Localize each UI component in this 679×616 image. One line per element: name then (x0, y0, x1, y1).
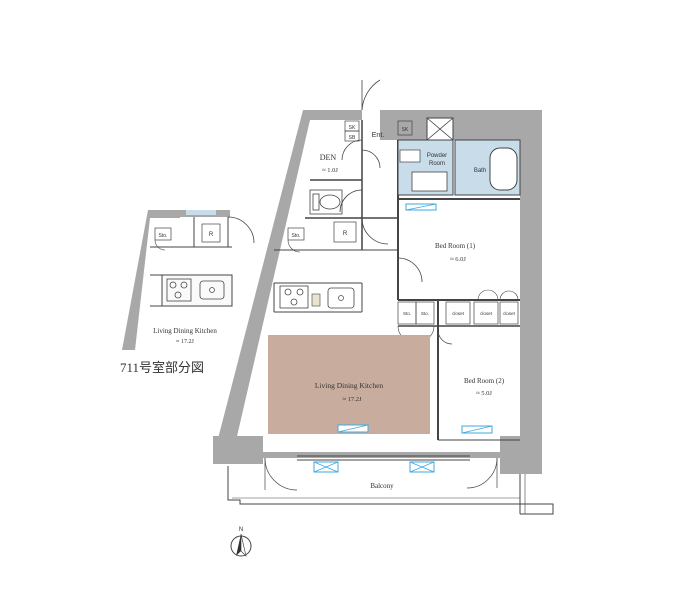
bed1-name: Bed Room (1) (435, 242, 476, 250)
balcony-wall-top (232, 452, 532, 458)
sk-label-2: SK (402, 127, 409, 133)
bath-label: Bath (474, 168, 486, 174)
refrigerator-label: R (343, 231, 348, 237)
sb-label-1: SB (349, 135, 356, 141)
kitchen-sink (327, 287, 355, 309)
ent-label: Ent. (372, 132, 385, 139)
main-plan: SK SB SK Ent. DEN ≈ 1.0J Sto. R (213, 79, 554, 515)
sto-label-2: Sto. (403, 311, 411, 316)
inset-sto-box (154, 227, 172, 241)
inset-r-label: R (209, 232, 214, 238)
sto-label-1: Sto. (292, 233, 301, 239)
inset-sto-label: Sto. (159, 233, 168, 239)
inset-r-box (201, 223, 221, 243)
inset-window-strip (186, 210, 216, 215)
wash-basin (411, 171, 448, 192)
refrigerator-box (333, 221, 357, 243)
closet-label-2: closet (480, 311, 493, 316)
bed1-size: ≈ 6.0J (450, 256, 466, 263)
inset-ldk-name: Living Dining Kitchen (153, 327, 217, 335)
sto-box-3 (415, 301, 435, 325)
left-exterior-wall (213, 110, 362, 458)
bottom-left-column (213, 436, 263, 464)
toilet-fixture (319, 194, 341, 210)
closet-1 (445, 301, 471, 325)
top-exterior-wall (380, 110, 542, 140)
entrance-door-swing (361, 79, 381, 111)
inset-left-wall (122, 210, 180, 350)
den-name: DEN (320, 153, 337, 162)
right-exterior-wall (520, 140, 542, 440)
bathtub (489, 147, 518, 191)
closet-3 (499, 301, 519, 325)
sk-label-1: SK (349, 125, 356, 131)
sto-label-3: Sto. (421, 311, 429, 316)
balcony-outline (227, 466, 554, 515)
ldk-size: ≈ 17.2J (342, 396, 362, 403)
powder-room-label-2: Room (429, 161, 445, 167)
ldk-name: Living Dining Kitchen (315, 381, 384, 390)
inset-sink (199, 280, 225, 300)
inset-plan: Sto. R Living Dining Kitchen ≈ 17.2J 711… (120, 210, 255, 375)
ldk-floor (268, 335, 430, 434)
den-size: ≈ 1.0J (322, 167, 338, 174)
north-compass-icon: N (230, 527, 252, 557)
inset-stove (166, 278, 192, 302)
bed2-size: ≈ 5.0J (476, 390, 492, 397)
powder-room-label: Powder (427, 153, 447, 159)
inset-ldk-size: ≈ 17.2J (176, 339, 194, 345)
balcony-label: Balcony (370, 482, 394, 490)
closet-2 (473, 301, 499, 325)
closet-label-3: closet (503, 311, 516, 316)
sto-box-1 (287, 227, 305, 241)
compass-label: N (239, 527, 243, 533)
inset-caption: 711号室部分図 (120, 360, 204, 375)
stove (279, 285, 309, 309)
bed2-name: Bed Room (2) (464, 377, 505, 385)
closet-label-1: closet (452, 311, 465, 316)
